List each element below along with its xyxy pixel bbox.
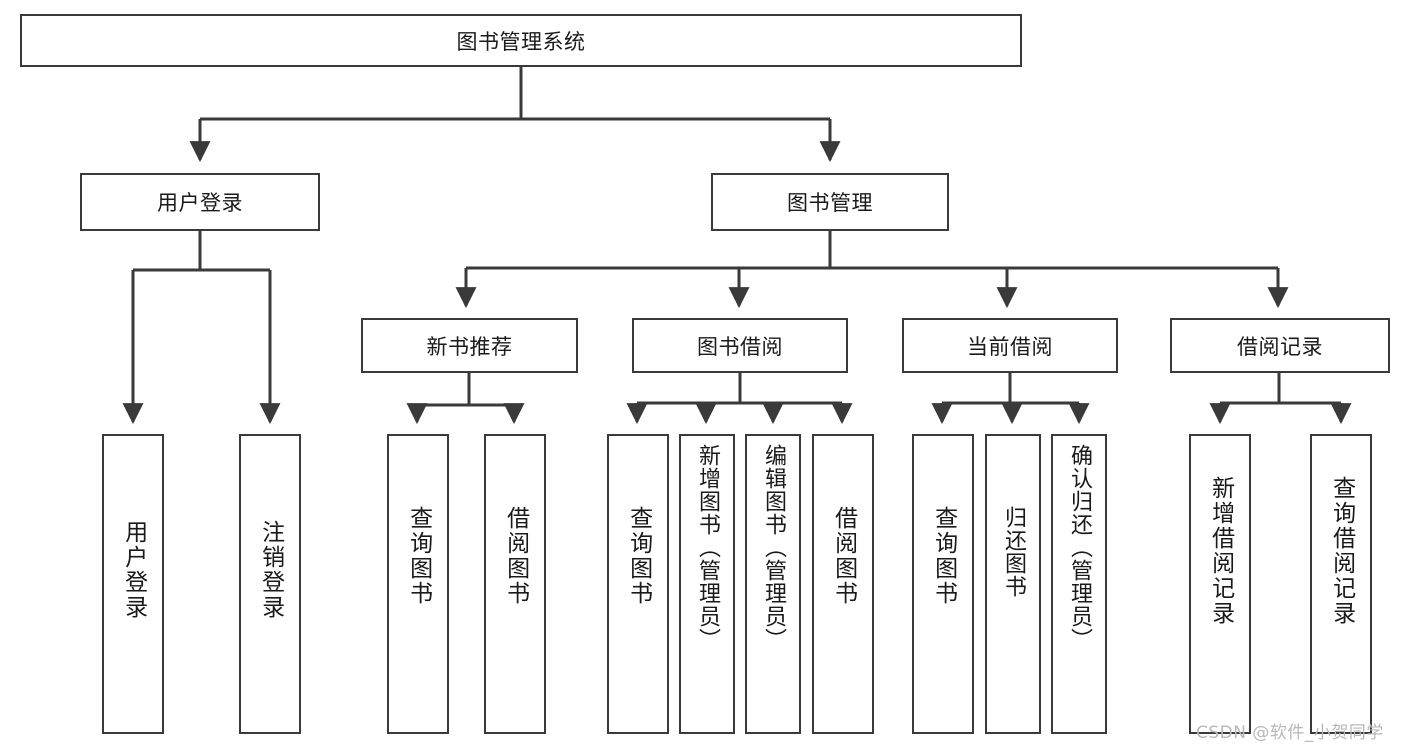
node-current-borrow-label: 当前借阅	[967, 334, 1053, 359]
node-leaf-add-record[interactable]: 新增借阅记录	[1189, 434, 1251, 734]
node-new-book-recommend-label: 新书推荐	[426, 334, 513, 359]
node-user-login[interactable]: 用户登录	[80, 173, 320, 231]
node-leaf-query-record[interactable]: 查询借阅记录	[1310, 434, 1372, 734]
node-leaf-query-book-3-label: 查询图书	[930, 506, 957, 606]
node-leaf-add-book[interactable]: 新增图书（管理员）	[679, 434, 735, 734]
node-root-label: 图书管理系统	[456, 29, 586, 54]
node-leaf-query-book-3[interactable]: 查询图书	[912, 434, 974, 734]
node-leaf-query-book-1-label: 查询图书	[405, 506, 432, 606]
node-leaf-user-login-label: 用户登录	[120, 520, 147, 620]
node-leaf-borrow-book-2-label: 借阅图书	[830, 506, 857, 606]
node-leaf-edit-book[interactable]: 编辑图书（管理员）	[745, 434, 801, 734]
node-root[interactable]: 图书管理系统	[20, 14, 1022, 67]
node-leaf-query-book-2-label: 查询图书	[625, 506, 652, 606]
node-leaf-confirm-return-label: 确认归还（管理员）	[1066, 444, 1092, 651]
node-leaf-return-book-label: 归还图书	[1000, 506, 1026, 598]
node-leaf-query-record-label: 查询借阅记录	[1328, 476, 1355, 626]
node-borrow-record-label: 借阅记录	[1237, 334, 1323, 359]
node-user-login-label: 用户登录	[157, 191, 243, 215]
node-leaf-query-book-1[interactable]: 查询图书	[387, 434, 449, 734]
node-current-borrow[interactable]: 当前借阅	[902, 318, 1118, 373]
node-leaf-borrow-book-1[interactable]: 借阅图书	[484, 434, 546, 734]
node-leaf-borrow-book-2[interactable]: 借阅图书	[812, 434, 874, 734]
csdn-watermark: CSDN @软件_小贺同学	[1196, 723, 1384, 743]
node-book-manage-label: 图书管理	[787, 191, 873, 215]
node-book-manage[interactable]: 图书管理	[711, 173, 949, 231]
node-leaf-add-book-label: 新增图书（管理员）	[694, 444, 720, 651]
node-leaf-logout-label: 注销登录	[257, 520, 284, 620]
node-book-borrow-label: 图书借阅	[697, 334, 783, 359]
node-leaf-confirm-return[interactable]: 确认归还（管理员）	[1051, 434, 1107, 734]
node-borrow-record[interactable]: 借阅记录	[1170, 318, 1390, 373]
node-leaf-query-book-2[interactable]: 查询图书	[607, 434, 669, 734]
node-leaf-borrow-book-1-label: 借阅图书	[502, 506, 529, 606]
node-leaf-edit-book-label: 编辑图书（管理员）	[760, 444, 786, 651]
node-new-book-recommend[interactable]: 新书推荐	[361, 318, 578, 373]
node-book-borrow[interactable]: 图书借阅	[632, 318, 848, 373]
node-leaf-return-book[interactable]: 归还图书	[985, 434, 1041, 734]
node-leaf-add-record-label: 新增借阅记录	[1207, 476, 1234, 626]
node-leaf-user-login[interactable]: 用户登录	[102, 434, 164, 734]
node-leaf-logout[interactable]: 注销登录	[239, 434, 301, 734]
